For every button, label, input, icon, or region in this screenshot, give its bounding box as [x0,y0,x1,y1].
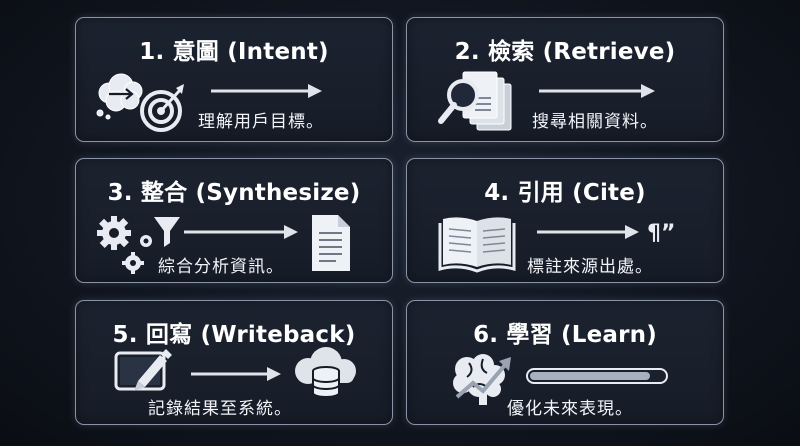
step-description: 記錄結果至系統。 [148,399,292,419]
step-description: 理解用戶目標。 [198,112,324,132]
brain-trend-progress-icon [453,354,668,405]
step-title: 1. 意圖 (Intent) [139,39,329,65]
step-title: 4. 引用 (Cite) [484,180,646,206]
step-card-cite: 4. 引用 (Cite) ¶” 標註來源出處。 [406,158,724,283]
step-title: 5. 回寫 (Writeback) [112,322,356,348]
step-title: 3. 整合 (Synthesize) [107,180,361,206]
magnifier-documents-icon [438,71,655,131]
step-card-learn: 6. 學習 (Learn) 優化未來表現。 [406,300,724,425]
step-description: 綜合分析資訊。 [158,257,284,277]
step-title: 2. 檢索 (Retrieve) [454,39,676,65]
step-card-retrieve: 2. 檢索 (Retrieve) 搜尋相關資料。 [406,17,724,142]
step-card-intent: 1. 意圖 (Intent) 理解用戶目標。 [75,17,393,142]
open-book-quote-icon: ¶” [438,217,675,273]
gears-funnel-document-icon [97,215,350,274]
tablet-pen-cloud-database-icon [114,347,356,398]
step-title: 6. 學習 (Learn) [473,322,657,348]
step-card-synthesize: 3. 整合 (Synthesize) [75,158,393,283]
speech-bubble-target-icon [96,73,322,132]
svg-text:¶”: ¶” [647,221,675,246]
step-card-writeback: 5. 回寫 (Writeback) 記錄結果至系統。 [75,300,393,425]
step-description: 標註來源出處。 [527,257,653,277]
step-description: 優化未來表現。 [507,399,633,419]
step-description: 搜尋相關資料。 [532,112,658,132]
